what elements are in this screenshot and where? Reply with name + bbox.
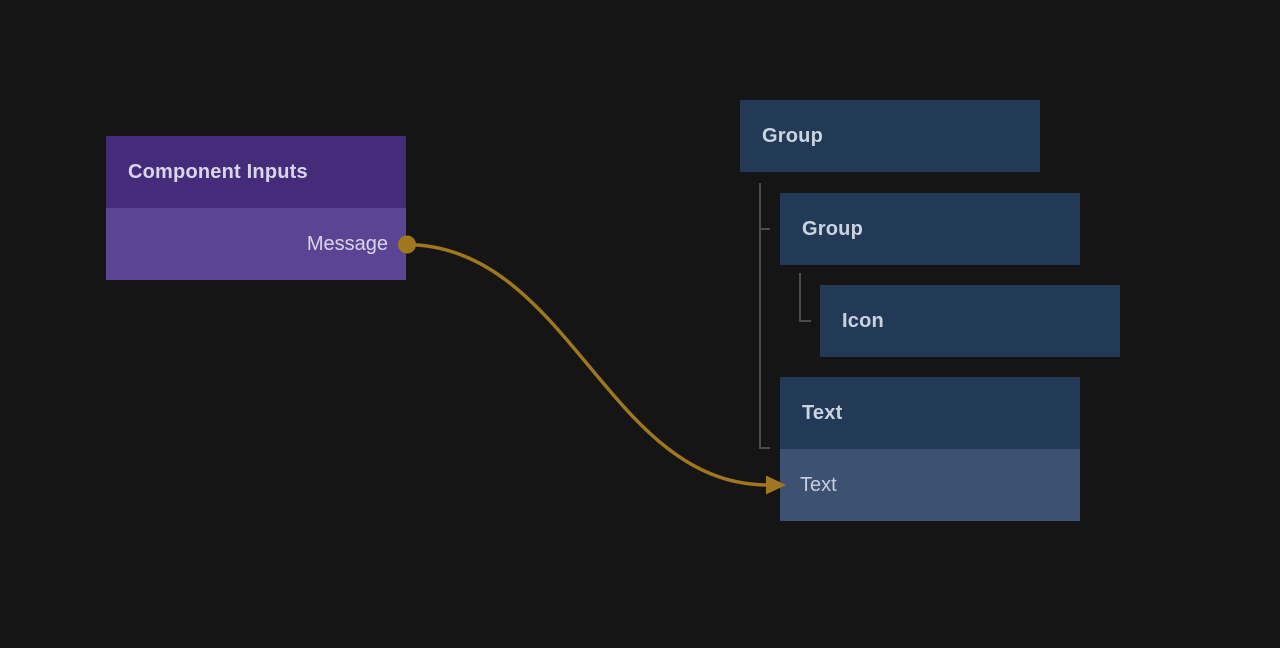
icon-layer-header: Icon	[820, 285, 1120, 357]
root-group-node[interactable]: Group	[740, 100, 1040, 172]
icon-layer-label: Icon	[842, 309, 884, 332]
component-inputs-title: Component Inputs	[128, 160, 308, 183]
nested-group-node[interactable]: Group	[780, 193, 1080, 265]
text-layer-node[interactable]: Text Text	[780, 377, 1080, 521]
root-group-label: Group	[762, 124, 823, 147]
text-layer-header: Text	[780, 377, 1080, 449]
nested-group-label: Group	[802, 217, 863, 240]
icon-layer-node[interactable]: Icon	[820, 285, 1120, 357]
text-input-row-label: Text	[800, 473, 837, 496]
tree-branch-to-icon	[799, 273, 811, 322]
text-input-row[interactable]: Text	[780, 449, 1080, 521]
tree-trunk-line	[759, 183, 770, 449]
message-output-row[interactable]: Message	[106, 208, 406, 280]
nested-group-header: Group	[780, 193, 1080, 265]
connection-edge-curve[interactable]	[406, 242, 767, 487]
message-output-label: Message	[306, 232, 388, 255]
text-layer-label: Text	[802, 401, 843, 424]
root-group-header: Group	[740, 100, 1040, 172]
component-inputs-node[interactable]: Component Inputs Message	[106, 136, 406, 280]
connection-edge[interactable]	[406, 242, 786, 495]
component-inputs-header: Component Inputs	[106, 136, 406, 208]
